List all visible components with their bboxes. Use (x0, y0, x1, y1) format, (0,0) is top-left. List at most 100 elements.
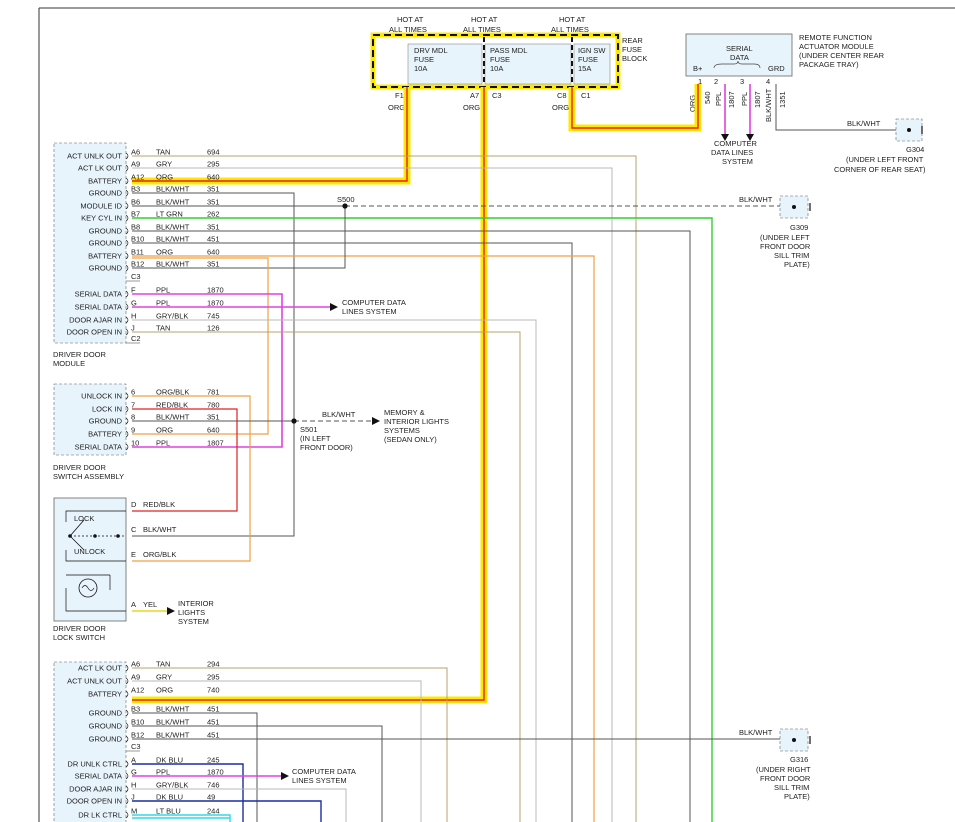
pm-circuit-9: 49 (207, 793, 215, 802)
ls-title-2: LOCK SWITCH (53, 633, 105, 642)
fuse-1-type: FUSE (414, 55, 434, 64)
rfa-circuit-3: 1807 (753, 91, 762, 108)
ls-color-e: ORG/BLK (143, 550, 176, 559)
ls-pin-c: C (131, 525, 137, 534)
ddm-pin-mark-9 (125, 264, 129, 272)
rfa-wire-4: BLK/WHT (764, 88, 773, 122)
ls-pin-a: A (131, 600, 136, 609)
g309-dot (792, 205, 796, 209)
rfa-wire-2: PPL (714, 92, 723, 106)
ls-wire-d (65, 510, 126, 522)
pm-pin-mark-3 (125, 709, 129, 717)
ddm-pin-4: B6 (131, 198, 140, 207)
pm-cdl-2: LINES SYSTEM (292, 776, 347, 785)
pm-pin-7: G (131, 768, 137, 777)
wire-highlight-c8 (568, 84, 702, 132)
ddm-pin-mark-1 (125, 164, 129, 172)
fuse-3-name: IGN SW (578, 46, 606, 55)
rfa-circuit-2: 1807 (727, 91, 736, 108)
sw-label-1: LOCK IN (92, 405, 122, 414)
ls-lock-label: LOCK (74, 514, 94, 523)
ddm-color-5: LT GRN (156, 210, 183, 219)
ddm-pin-mark-10 (125, 290, 129, 298)
wires: BLK/WHT (132, 84, 900, 822)
driver-door-lock-switch: LOCK UNLOCK DRIVER DOOR LOCK SWITCH D RE… (53, 497, 214, 642)
ls-wire-e (65, 550, 126, 562)
arrow-rfa-ppl-3 (746, 134, 754, 141)
arrow-ddm-cdl (330, 303, 338, 311)
wire-sw-6 (132, 395, 251, 562)
rfa-serial-2: DATA (730, 53, 749, 62)
ddm-pin-6: B8 (131, 223, 140, 232)
ddm-circuit-7: 451 (207, 235, 220, 244)
pm-label-6: DR UNLK CTRL (67, 760, 122, 769)
ddm-label-3: GROUND (89, 189, 123, 198)
pm-pin-mark-7 (125, 772, 129, 780)
rfa-cdl-3: SYSTEM (722, 157, 753, 166)
pm-label-10: DR LK CTRL (78, 811, 122, 820)
ddm-pin-2: A12 (131, 173, 144, 182)
ddm-color-11: PPL (156, 299, 170, 308)
ls-color-a: YEL (143, 600, 157, 609)
ls-interior-2: LIGHTS (178, 608, 205, 617)
ddm-label-8: BATTERY (88, 252, 122, 261)
ddm-pin-mark-7 (125, 239, 129, 247)
ddm-pin-13: J (131, 324, 135, 333)
fuse-box-1 (407, 43, 483, 85)
pm-pin-mark-5 (125, 735, 129, 743)
fuse-1-rating: 10A (414, 64, 427, 73)
sw-color-0: ORG/BLK (156, 388, 189, 397)
rfa-pin-grd: GRD (768, 64, 785, 73)
hot-label-1a: HOT AT (397, 15, 424, 24)
g316-dot (792, 738, 796, 742)
ddm-conn-c2: C2 (131, 334, 141, 343)
wire-pm-a (132, 763, 244, 822)
rfa-circuit-4: 1351 (778, 91, 787, 108)
sw-pin-1: 7 (131, 401, 135, 410)
pm-circuit-8: 746 (207, 781, 220, 790)
fuse-block-outline (372, 34, 619, 88)
s501-dest-3: SYSTEMS (384, 426, 420, 435)
pm-color-7: PPL (156, 768, 170, 777)
g309-line3: FRONT DOOR (760, 242, 811, 251)
rfa-serial-1: SERIAL (726, 44, 753, 53)
ddm-color-4: BLK/WHT (156, 198, 190, 207)
ls-lamp-filament (81, 585, 95, 591)
pm-color-2: ORG (156, 686, 173, 695)
sw-circuit-1: 780 (207, 401, 220, 410)
ddm-color-13: TAN (156, 324, 170, 333)
ddm-label-0: ACT UNLK OUT (67, 152, 122, 161)
ls-color-d: RED/BLK (143, 500, 175, 509)
fuse-box-3 (573, 43, 611, 85)
ls-dot-2 (93, 534, 97, 538)
pm-pin-10: M (131, 807, 137, 816)
ls-title-1: DRIVER DOOR (53, 624, 107, 633)
ddm-color-6: BLK/WHT (156, 223, 190, 232)
ddm-pin-3: B3 (131, 185, 140, 194)
g309-wire: BLK/WHT (739, 195, 773, 204)
ddm-color-3: BLK/WHT (156, 185, 190, 194)
sw-pin-mark-2 (125, 417, 129, 425)
ddm-circuit-11: 1870 (207, 299, 224, 308)
wire-pm-a6 (132, 667, 448, 822)
s501-dest-2: INTERIOR LIGHTS (384, 417, 449, 426)
fuse-2-pin: A7 (470, 91, 479, 100)
fuse-3-rating: 15A (578, 64, 591, 73)
sw-pin-0: 6 (131, 388, 135, 397)
g304-line2: (UNDER LEFT FRONT (846, 155, 924, 164)
ddm-color-8: ORG (156, 248, 173, 257)
ddm-color-9: BLK/WHT (156, 260, 190, 269)
ls-pin-e: E (131, 550, 136, 559)
pm-pin-mark-10 (125, 811, 129, 819)
ddm-color-0: TAN (156, 148, 170, 157)
ddm-label-2: BATTERY (88, 177, 122, 186)
ddm-label-7: GROUND (89, 239, 123, 248)
rfa-cdl-1: COMPUTER (714, 139, 758, 148)
wire-ddm-f (132, 293, 283, 448)
s501-dest-1: MEMORY & (384, 408, 425, 417)
s501-dest-4: (SEDAN ONLY) (384, 435, 437, 444)
ddm-pin-mark-5 (125, 214, 129, 222)
wire-ddm-b12 (132, 206, 346, 269)
splice-s501-dot (291, 418, 297, 424)
